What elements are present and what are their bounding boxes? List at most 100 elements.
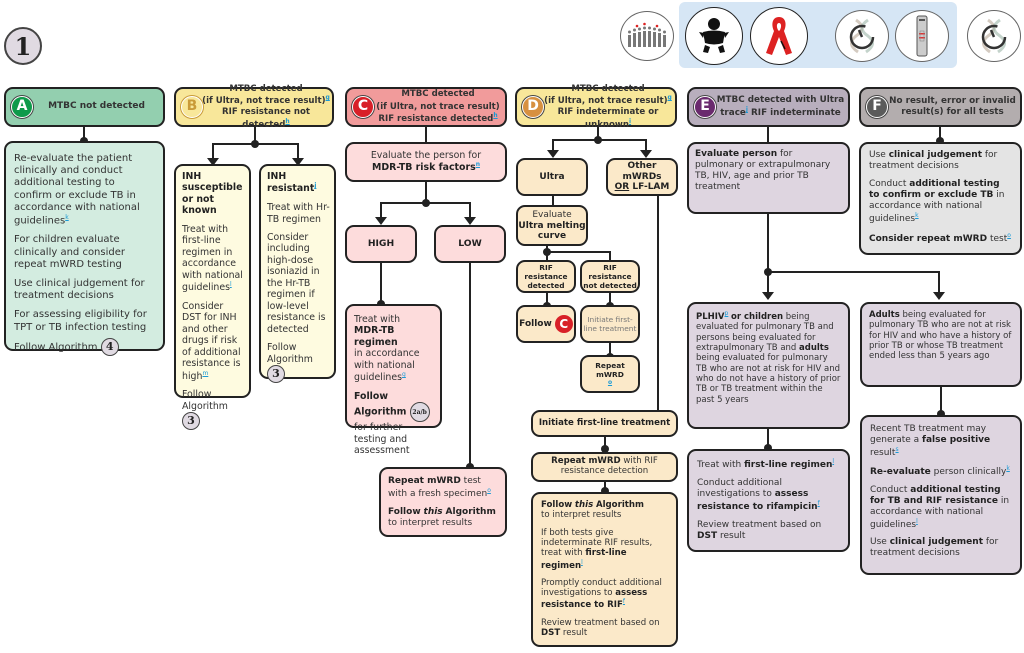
connector [939, 127, 941, 143]
header-e-text: MTBC detected with Ultra tracej RIF inde… [716, 95, 845, 118]
connector-dot [764, 444, 772, 452]
d-other-mwrds-text: Other mWRDs [622, 160, 662, 182]
d-repeat-mwrd-text: Repeat mWRD with RIF resistance detectio… [551, 456, 658, 476]
mwrd-test-icon [835, 10, 889, 62]
d-lflam-text: OR LF-LAM [614, 182, 670, 193]
arrow-down-icon [933, 292, 945, 300]
e-additional-testing-text: Conduct additional testing for TB and RI… [870, 485, 1010, 530]
connector-dot [601, 445, 609, 453]
box-e-evaluate-person: Evaluate person for pulmonary or extrapu… [687, 142, 850, 214]
e-assess-rifampicin-text: Conduct additional investigations to ass… [697, 477, 820, 512]
arrow-down-icon [292, 158, 304, 166]
algorithm-3-badge[interactable]: 3 [267, 365, 285, 384]
algorithm-number-badge: 1 [4, 27, 42, 65]
b-inh-resistant-title: INH resistantj [267, 171, 317, 195]
box-d-follow-c[interactable]: Follow C [516, 305, 576, 343]
box-e-plhiv-children: PLHIVp or children being evaluated for p… [687, 302, 850, 429]
connector [297, 143, 299, 161]
box-d-ultra: Ultra [516, 158, 588, 196]
e-clinical-judgement-text: Use clinical judgement for treatment dec… [870, 537, 999, 559]
box-d-initiate-first-line: Initiate first-line treatment [531, 410, 678, 437]
arrow-down-icon [640, 150, 652, 158]
f-additional-testing-text: Conduct additional testing to confirm or… [869, 178, 1005, 224]
b-inh-susceptible-title: INH susceptible or not known [182, 171, 243, 217]
c-follow-algorithm-2ab[interactable]: Follow Algorithm 2a/b [354, 391, 433, 423]
a-reevaluate-text: Re-evaluate the patient clinically and c… [14, 153, 140, 227]
a-clinical-judgement-text: Use clinical judgement for treatment dec… [14, 278, 145, 302]
letter-e-badge: E [694, 96, 716, 118]
connector [597, 127, 599, 141]
connector [767, 429, 769, 451]
connector [425, 127, 427, 143]
box-d-other-mwrds: Other mWRDs OR LF-LAM [606, 158, 678, 196]
connector [469, 202, 471, 220]
e-reevaluate-text: Re-evaluate person clinicallyk [870, 465, 1010, 478]
d-evaluate-text: Evaluate [532, 209, 572, 220]
header-f-text: No result, error or invalid result(s) fo… [889, 96, 1016, 117]
header-c-rif-detected: C MTBC detected (if Ultra, not trace res… [345, 87, 507, 127]
header-d-rif-indeterminate: D MTBC detected (if Ultra, not trace res… [515, 84, 677, 130]
box-e-recent-tb: Recent TB treatment may generate a false… [860, 415, 1022, 575]
box-d-evaluate-melting-curve: Evaluate Ultra melting curve [516, 205, 588, 246]
box-c-low-risk: LOW [434, 225, 506, 263]
c-treat-with-text: Treat with [354, 314, 401, 325]
connector-dot [601, 487, 609, 495]
b-treat-hr-tb-text: Treat with Hr-TB regimen [267, 202, 330, 225]
connector [552, 139, 646, 141]
lf-lam-test-icon [895, 10, 949, 62]
box-d-initiate-first-line-small: Initiate first-line treatment [580, 305, 640, 343]
e-treat-first-line-text: Treat with first-line regimenl [697, 458, 835, 470]
connector [767, 127, 769, 143]
algorithm-4-badge[interactable]: 4 [100, 337, 119, 356]
connector [940, 387, 942, 417]
connector [552, 196, 554, 206]
connector [425, 182, 427, 202]
f-clinical-judgement-text: Use clinical judgement for treatment dec… [869, 150, 998, 171]
box-e-treat-first-line: Treat with first-line regimenl Conduct a… [687, 449, 850, 552]
d-ultra-melting-curve-text: Ultra melting curve [518, 220, 586, 241]
c-mdr-regimen-text: MDR-TB regimen [354, 325, 398, 348]
c-repeat-mwrd-text: Repeat mWRD test with a fresh specimeno [388, 476, 491, 499]
hiv-ribbon-icon [750, 7, 808, 65]
a-follow-algorithm-4[interactable]: Follow Algorithm 4 [14, 337, 155, 356]
algorithm-2ab-badge[interactable]: 2a/b [409, 402, 430, 423]
letter-a-badge: A [11, 96, 33, 118]
connector-dot [937, 410, 945, 418]
connector [609, 343, 611, 357]
child-icon [685, 7, 743, 65]
algorithm-3-badge[interactable]: 3 [182, 412, 200, 431]
a-children-text: For children evaluate clinically and con… [14, 234, 125, 270]
f-repeat-mwrd-text: Consider repeat mWRD testo [869, 231, 1011, 244]
arrow-down-icon [547, 150, 559, 158]
box-b-inh-resistant: INH resistantj Treat with Hr-TB regimen … [259, 164, 336, 384]
connector [938, 271, 940, 295]
connector [645, 139, 647, 153]
b-resistant-follow-algorithm-3[interactable]: Follow Algorithm3 [267, 342, 330, 384]
e-false-positive-text: Recent TB treatment may generate a false… [870, 424, 991, 458]
connector [767, 271, 939, 273]
connector [212, 143, 298, 145]
d-assess-rif-text: Promptly conduct additional investigatio… [541, 577, 662, 611]
connector [212, 143, 214, 161]
b-follow-algorithm-3[interactable]: Follow Algorithm3 [182, 389, 245, 431]
box-f-actions: Use clinical judgement for treatment dec… [859, 142, 1022, 255]
header-a-text: MTBC not detected [48, 101, 145, 112]
letter-c-badge-small[interactable]: C [554, 315, 573, 333]
connector [469, 263, 471, 468]
box-e-adults-prior-tb: Adults being evaluated for pulmonary TB … [860, 302, 1022, 387]
population-icon [620, 11, 674, 61]
letter-d-badge: D [522, 96, 544, 118]
connector [609, 293, 611, 305]
arrow-down-icon [762, 292, 774, 300]
connector-dot [936, 137, 944, 145]
a-tpt-text: For assessing eligibility for TPT or TB … [14, 309, 147, 333]
header-c-text: MTBC detected (if Ultra, not trace resul… [376, 89, 500, 125]
header-e-ultra-trace: E MTBC detected with Ultra tracej RIF in… [687, 87, 850, 127]
letter-f-badge: F [866, 96, 888, 118]
b-high-dose-isoniazid-text: Consider including high-dose isoniazid i… [267, 232, 326, 335]
e-plhiv-text: PLHIVp or children being evaluated for p… [696, 310, 841, 405]
c-guidelines-text: in accordance with national guidelinesg [354, 348, 420, 384]
header-d-text: MTBC detected (if Ultra, not trace resul… [544, 83, 672, 130]
letter-b-badge: B [181, 96, 203, 118]
